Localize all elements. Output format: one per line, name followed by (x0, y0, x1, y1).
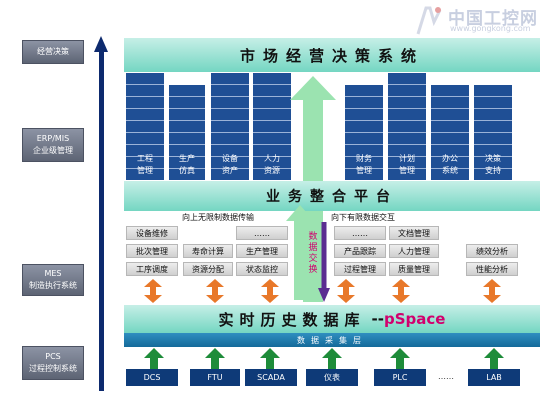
bidirectional-arrow-icon (337, 279, 355, 303)
mes-button-production-management[interactable]: 生产管理 (236, 244, 288, 258)
source-dcs: DCS (126, 369, 178, 386)
level-label: PCS (45, 352, 61, 361)
block-label: 财务 (356, 154, 372, 163)
mes-button-status-monitoring[interactable]: 状态监控 (236, 262, 288, 276)
realtime-database-title: 实时历史数据库 (218, 310, 366, 329)
bidirectional-arrow-icon (261, 279, 279, 303)
realtime-database-band: 实时历史数据库 -- pSpace (124, 305, 540, 333)
source-up-arrow-icon (390, 348, 410, 369)
source-more: …… (438, 372, 454, 381)
mes-button-equipment-repair[interactable]: 设备维修 (126, 226, 178, 240)
level-pcs: PCS 过程控制系统 (22, 346, 84, 380)
mes-button-more[interactable]: …… (334, 226, 386, 240)
block-label: 系统 (442, 166, 458, 175)
block-label: 设备 (222, 154, 238, 163)
source-lab: LAB (468, 369, 520, 386)
erp-block: 计划管理 (388, 73, 426, 180)
block-label: 计划 (399, 154, 415, 163)
hierarchy-arrow-icon (94, 36, 108, 52)
logo-mark-icon (416, 6, 442, 35)
block-label: 管理 (137, 166, 153, 175)
block-label: 仿真 (179, 166, 195, 175)
block-label: 资源 (264, 166, 280, 175)
mes-button-process-scheduling[interactable]: 工序调度 (126, 262, 178, 276)
source-ftu: FTU (190, 369, 240, 386)
source-up-arrow-icon (484, 348, 504, 369)
block-label: 资产 (222, 166, 238, 175)
mes-button-hr-management[interactable]: 人力管理 (389, 244, 439, 258)
mes-button-process-management[interactable]: 过程管理 (334, 262, 386, 276)
source-plc: PLC (374, 369, 426, 386)
mes-button-performance-evaluation[interactable]: 绩效分析 (466, 244, 518, 258)
bidirectional-arrow-icon (392, 279, 410, 303)
level-label: ERP/MIS (36, 134, 70, 143)
erp-block: 生产仿真 (169, 85, 205, 180)
downward-note: 向下有限数据交互 (331, 213, 395, 222)
erp-block: 人力资源 (253, 73, 291, 180)
level-decision: 经营决策 (22, 40, 84, 64)
watermark-logo: 中国工控网 www.gongkong.com (410, 2, 548, 38)
block-label: 人力 (264, 154, 280, 163)
downward-exchange-arrow-icon (318, 222, 330, 302)
watermark-url: www.gongkong.com (450, 24, 531, 33)
level-label: 过程控制系统 (29, 364, 77, 373)
level-label: 制造执行系统 (29, 281, 77, 290)
block-label: 管理 (356, 166, 372, 175)
bidirectional-arrow-icon (206, 279, 224, 303)
mes-button-performance-analysis[interactable]: 性能分析 (466, 262, 518, 276)
source-scada: SCADA (245, 369, 297, 386)
bidirectional-arrow-icon (144, 279, 162, 303)
hierarchy-axis (99, 50, 104, 391)
bidirectional-arrow-icon (483, 279, 501, 303)
source-up-arrow-icon (260, 348, 280, 369)
erp-block: 财务管理 (345, 85, 383, 180)
block-label: 决策 (485, 154, 501, 163)
source-instruments: 仪表 (306, 369, 358, 386)
level-label: 经营决策 (37, 47, 69, 56)
erp-block: 办公系统 (431, 85, 469, 180)
data-exchange-label: 数据交换 (308, 232, 318, 275)
block-label: 支持 (485, 166, 501, 175)
mes-button-product-tracking[interactable]: 产品跟踪 (334, 244, 386, 258)
source-up-arrow-icon (322, 348, 342, 369)
block-label: 工程 (137, 154, 153, 163)
source-up-arrow-icon (144, 348, 164, 369)
upward-note: 向上无限制数据传输 (182, 213, 254, 222)
mes-button-life-calculation[interactable]: 寿命计算 (183, 244, 233, 258)
mes-button-more[interactable]: …… (236, 226, 288, 240)
level-erp: ERP/MIS 企业级管理 (22, 128, 84, 162)
block-label: 管理 (399, 166, 415, 175)
realtime-database-product: pSpace (384, 310, 446, 328)
mes-button-resource-allocation[interactable]: 资源分配 (183, 262, 233, 276)
source-up-arrow-icon (205, 348, 225, 369)
mes-up-arrow-icon (286, 205, 314, 300)
block-label: 办公 (442, 154, 458, 163)
mes-button-batch-management[interactable]: 批次管理 (126, 244, 178, 258)
erp-block: 设备资产 (211, 73, 249, 180)
erp-block: 工程管理 (126, 73, 164, 180)
mes-button-quality-management[interactable]: 质量管理 (389, 262, 439, 276)
level-label: MES (44, 269, 62, 278)
data-collection-band: 数据采集层 (124, 333, 540, 347)
watermark-name: 中国工控网 (448, 9, 538, 29)
business-integration-band: 业务整合平台 (124, 181, 540, 211)
market-decision-band: 市场经营决策系统 (124, 38, 540, 72)
realtime-database-dash: -- (371, 310, 384, 328)
mes-button-document-management[interactable]: 文档管理 (389, 226, 439, 240)
level-mes: MES 制造执行系统 (22, 264, 84, 296)
erp-block: 决策支持 (474, 85, 512, 180)
level-label: 企业级管理 (33, 146, 73, 155)
block-label: 生产 (179, 154, 195, 163)
